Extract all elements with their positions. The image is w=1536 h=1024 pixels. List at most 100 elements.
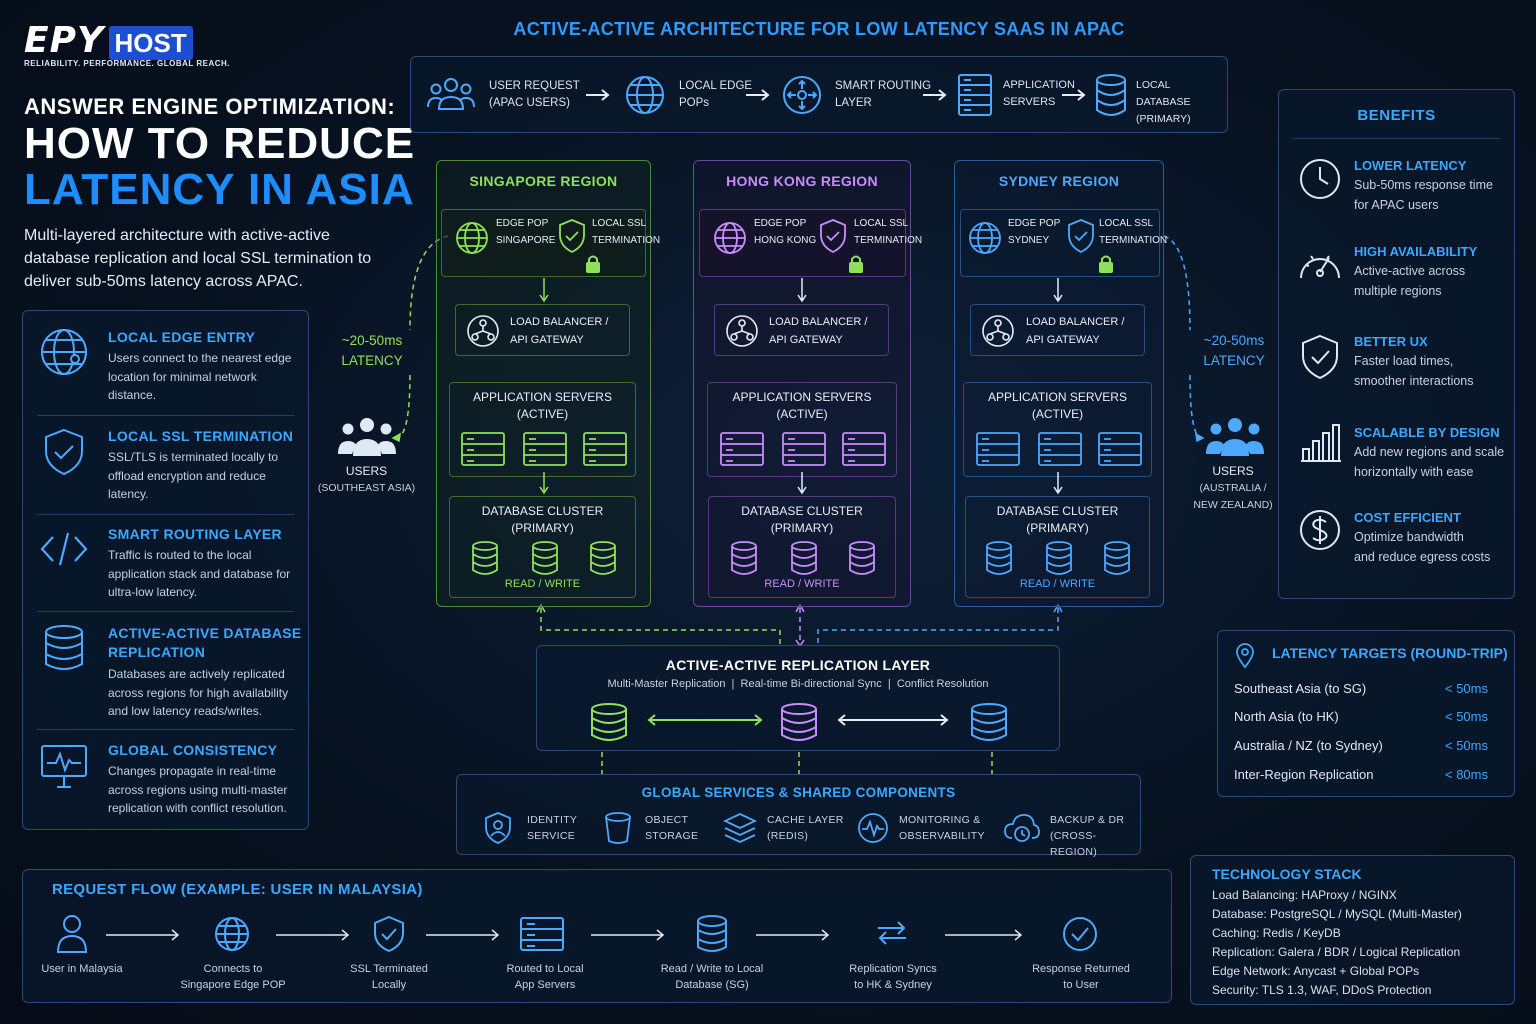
gauge-icon: [1300, 255, 1340, 279]
top-flow-step-2-l1: LOCAL EDGE: [679, 80, 753, 92]
users-right-title: USERS: [1212, 464, 1254, 478]
database-cluster-box: DATABASE CLUSTER(PRIMARY) READ / WRITE: [965, 496, 1150, 598]
benefit-desc2: horizontally with ease: [1354, 464, 1474, 479]
monitor-pulse-icon: [41, 745, 87, 788]
globe-icon: [626, 76, 664, 114]
edge-pop-l1: EDGE POP: [1008, 218, 1061, 229]
benefit-desc2: and reduce egress costs: [1354, 549, 1491, 564]
flow-step-l2: to User: [1063, 979, 1099, 991]
app-l1: APPLICATION SERVERS: [473, 390, 612, 404]
top-flow-step-4: APPLICATION SERVERS: [1003, 77, 1075, 111]
benefit-better-ux: BETTER UX Faster load times, smoother in…: [1354, 334, 1474, 391]
database-icons: [731, 541, 875, 575]
latency-row-label: Inter-Region Replication: [1234, 767, 1374, 782]
diagram-title: ACTIVE-ACTIVE ARCHITECTURE FOR LOW LATEN…: [513, 19, 1125, 39]
page-title-line1: HOW TO REDUCE: [24, 119, 416, 168]
global-services-title: GLOBAL SERVICES & SHARED COMPONENTS: [641, 785, 956, 800]
logo-host: HOST: [108, 26, 193, 60]
divider: [37, 611, 294, 612]
users-right-sub2: NEW ZEALAND): [1193, 499, 1273, 511]
benefit-title: SCALABLE BY DESIGN: [1354, 425, 1500, 440]
top-flow-step-4-l1: APPLICATION: [1003, 79, 1075, 91]
top-flow-step-1-l1: USER REQUEST: [489, 80, 580, 92]
database-icon: [1096, 74, 1126, 116]
edge-pop-l1: EDGE POP: [496, 218, 549, 229]
tech-line: Caching: Redis / KeyDB: [1212, 926, 1341, 940]
top-flow-step-1: USER REQUEST (APAC USERS): [489, 78, 580, 112]
shield-check-icon: [1068, 219, 1094, 254]
feature-local-ssl: LOCAL SSL TERMINATION SSL/TLS is termina…: [108, 428, 303, 504]
tech-line: Replication: Galera / BDR / Logical Repl…: [1212, 945, 1461, 959]
globe-icon: [215, 917, 249, 951]
arrow-right-icon: [106, 929, 180, 941]
latency-left: ~20-50ms LATENCY: [330, 331, 414, 371]
arrow-right-icon: [426, 929, 500, 941]
latency-right-value: ~20-50ms: [1203, 333, 1265, 348]
lock-icon: [1099, 255, 1113, 273]
load-balancer-icon: [467, 315, 499, 347]
latency-row-value: < 50ms: [1445, 738, 1488, 753]
database-icon: [697, 915, 727, 952]
benefit-title: BETTER UX: [1354, 334, 1428, 349]
flow-step-l1: Routed to Local: [506, 963, 584, 975]
benefits-title: BENEFITS: [1357, 107, 1436, 124]
page-subtitle: ANSWER ENGINE OPTIMIZATION:: [24, 94, 396, 119]
dollar-icon: [1300, 510, 1340, 550]
app-servers-box: APPLICATION SERVERS (ACTIVE): [449, 382, 636, 477]
lock-icon: [586, 255, 600, 273]
features-panel: LOCAL EDGE ENTRY Users connect to the ne…: [22, 310, 309, 830]
feature-global-consistency: GLOBAL CONSISTENCY Changes propagate in …: [108, 742, 308, 818]
database-cluster-box: DATABASE CLUSTER(PRIMARY) READ / WRITE: [708, 496, 896, 598]
feature-title: GLOBAL CONSISTENCY: [108, 742, 278, 758]
divider: [37, 729, 294, 730]
flow-step-6: Replication Syncs to HK & Sydney: [829, 961, 957, 993]
replication-databases: [591, 703, 1007, 741]
ssl-l2: TERMINATION: [854, 235, 923, 246]
benefit-title: COST EFFICIENT: [1354, 510, 1461, 525]
top-flow-step-4-l2: SERVERS: [1003, 96, 1056, 108]
benefit-desc1: Faster load times,: [1354, 354, 1454, 368]
db-cluster-label: DATABASE CLUSTER(PRIMARY): [450, 503, 635, 537]
tech-line: Edge Network: Anycast + Global POPs: [1212, 964, 1420, 978]
server-icon: [520, 917, 564, 951]
tech-stack-title: TECHNOLOGY STACK: [1212, 866, 1362, 882]
object-storage-icon: [605, 812, 631, 844]
flow-step-l2: to HK & Sydney: [854, 979, 932, 991]
flow-step-l1: Read / Write to Local: [660, 963, 764, 975]
app-l2: (ACTIVE): [776, 407, 828, 421]
globe-icon: [41, 329, 87, 375]
benefit-desc2: for APAC users: [1354, 197, 1439, 212]
users-left-sub: (SOUTHEAST ASIA): [317, 482, 416, 494]
app-l2: (ACTIVE): [516, 407, 569, 421]
global-services-panel: GLOBAL SERVICES & SHARED COMPONENTS IDEN…: [456, 774, 1141, 858]
cache-layers-icon: [723, 813, 757, 843]
app-l2: (ACTIVE): [1031, 407, 1084, 421]
database-cluster-box: DATABASE CLUSTER(PRIMARY) READ / WRITE: [449, 496, 636, 598]
divider: [1293, 138, 1500, 139]
arrow-right-icon: [1062, 89, 1086, 101]
users-australia: USERS (AUSTRALIA / NEW ZEALAND): [1185, 463, 1281, 514]
replication-subtitle: Multi-Master Replication | Real-time Bi-…: [607, 678, 989, 690]
feature-local-edge: LOCAL EDGE ENTRY Users connect to the ne…: [108, 329, 303, 405]
identity-shield-icon: [485, 812, 511, 844]
users-left-title: USERS: [345, 464, 388, 478]
latency-row-value: < 50ms: [1445, 709, 1488, 724]
flow-step-l1: Replication Syncs: [849, 963, 937, 975]
tech-stack-list: Load Balancing: HAProxy / NGINX Database…: [1212, 886, 1462, 1000]
read-write-label: READ / WRITE: [504, 578, 581, 590]
db-l2: (PRIMARY): [511, 521, 574, 535]
globe-icon: [714, 222, 746, 254]
arrow-right-icon: [945, 929, 1023, 941]
request-flow-title: REQUEST FLOW (EXAMPLE: USER IN MALAYSIA): [52, 881, 423, 898]
app-servers-box: APPLICATION SERVERS(ACTIVE): [707, 382, 897, 477]
database-icon: [45, 625, 83, 670]
technology-stack-panel: TECHNOLOGY STACK Load Balancing: HAProxy…: [1190, 855, 1515, 1005]
service-backup-dr: BACKUP & DR(CROSS-REGION): [1050, 812, 1140, 860]
top-flow-step-1-l2: (APAC USERS): [489, 97, 570, 109]
